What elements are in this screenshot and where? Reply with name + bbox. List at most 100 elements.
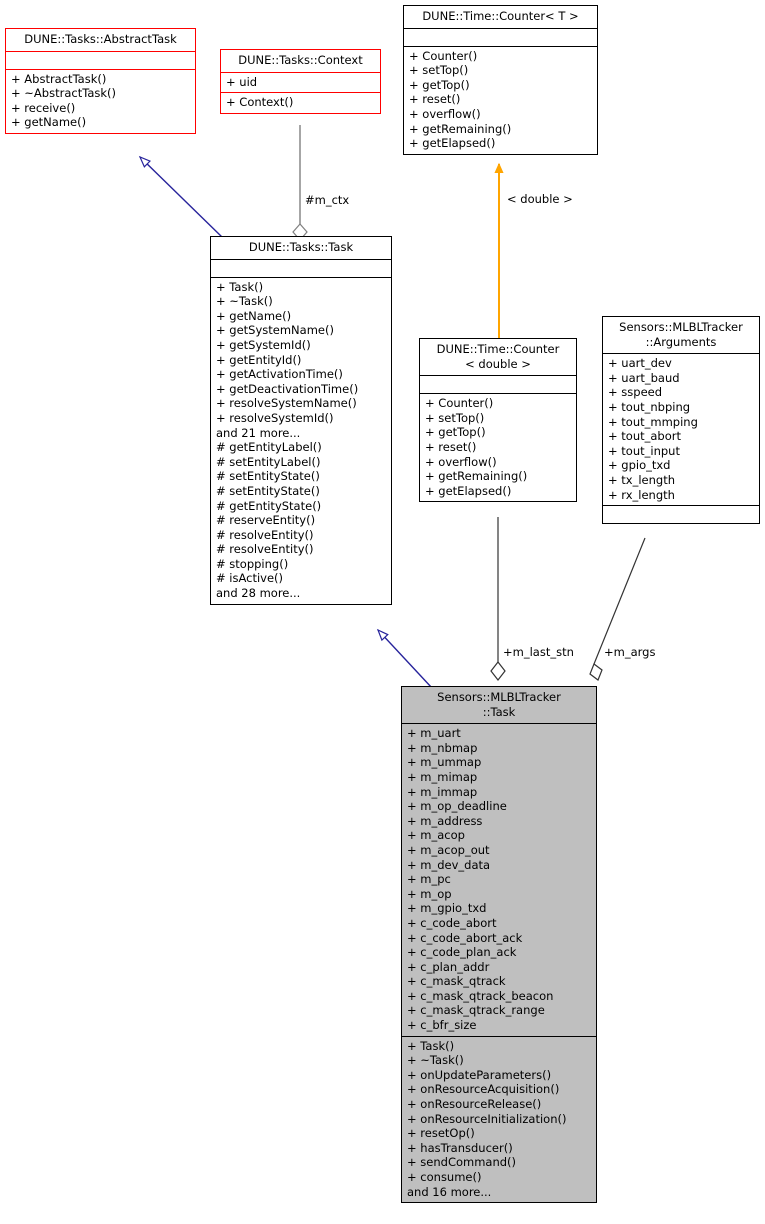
class-box-abstract-task[interactable]: DUNE::Tasks::AbstractTask + AbstractTask… (5, 28, 196, 134)
member-item: # setEntityLabel() (216, 454, 321, 469)
member-item: + tout_abort (608, 429, 682, 444)
member-item: + c_mask_qtrack_range (407, 1003, 545, 1018)
member-item: + Task() (216, 279, 264, 294)
class-title-context: DUNE::Tasks::Context (238, 53, 363, 67)
class-methods-abstract-task: + AbstractTask() + ~AbstractTask() + rec… (6, 68, 195, 133)
member-item: + c_plan_addr (407, 959, 490, 974)
member-item: + getSystemId() (216, 337, 311, 352)
member-item: + onResourceInitialization() (407, 1111, 567, 1126)
member-item: + hasTransducer() (407, 1140, 513, 1155)
member-item: + c_code_plan_ack (407, 945, 517, 960)
class-box-counter-double[interactable]: DUNE::Time::Counter < double > + Counter… (419, 338, 577, 503)
member-item: and 16 more... (407, 1184, 492, 1199)
member-item: + onResourceAcquisition() (407, 1082, 560, 1097)
member-item: + getElapsed() (425, 483, 512, 498)
member-item: + c_bfr_size (407, 1018, 477, 1033)
edge-label-m-last-stn: +m_last_stn (503, 645, 574, 659)
member-item: + ~AbstractTask() (11, 86, 116, 101)
class-title-tasks-task: DUNE::Tasks::Task (248, 240, 354, 254)
member-item: # getEntityState() (216, 498, 322, 513)
member-item: + getElapsed() (409, 136, 496, 151)
member-item: + Counter() (425, 396, 494, 411)
member-item: + c_mask_qtrack (407, 974, 506, 989)
member-item: # getEntityLabel() (216, 440, 322, 455)
class-title-line-2: ::Task (482, 704, 516, 719)
member-item: + reset() (425, 439, 477, 454)
edge-label-m-ctx: #m_ctx (305, 193, 350, 207)
member-item: + getSystemName() (216, 323, 334, 338)
member-item: + m_mimap (407, 769, 478, 784)
class-attributes-tasks-task (211, 258, 391, 277)
member-item: + overflow() (425, 454, 497, 469)
class-methods-counter-double: + Counter() + setTop() + getTop() + rese… (420, 393, 576, 501)
member-item: + c_mask_qtrack_beacon (407, 988, 554, 1003)
member-item: + m_op (407, 886, 452, 901)
class-title-counter-t: DUNE::Time::Counter< T > (422, 9, 579, 23)
member-item: + m_address (407, 813, 483, 828)
edge-aggregation-m-ctx (292, 125, 308, 241)
member-item: + m_acop_out (407, 842, 490, 857)
edge-inheritance-task-abstracttask (138, 155, 224, 239)
member-item: + Counter() (409, 48, 478, 63)
class-methods-counter-t: + Counter() + setTop() + getTop() + rese… (404, 45, 597, 154)
member-item: + m_op_deadline (407, 799, 507, 814)
edge-inheritance-mlbltask-task (376, 628, 433, 689)
class-attributes-mlbl-arguments: + uart_dev + uart_baud + sspeed + tout_n… (603, 353, 759, 505)
class-box-mlbl-task[interactable]: Sensors::MLBLTracker ::Task + m_uart + m… (401, 686, 597, 1204)
class-title-mlbl-task: Sensors::MLBLTracker ::Task (402, 687, 596, 723)
member-item: + tx_length (608, 472, 676, 487)
member-item: + Context() (226, 95, 294, 110)
member-item: and 28 more... (216, 586, 301, 601)
member-item: + getTop() (409, 77, 470, 92)
member-item: + receive() (11, 100, 76, 115)
member-item: + getRemaining() (409, 121, 512, 136)
class-attributes-abstract-task (6, 50, 195, 69)
member-item: + resolveSystemId() (216, 410, 334, 425)
class-methods-context: + Context() (221, 92, 380, 113)
class-attributes-counter-t (404, 27, 597, 46)
member-item: + getName() (216, 308, 292, 323)
member-item: + getEntityId() (216, 352, 302, 367)
class-box-counter-t[interactable]: DUNE::Time::Counter< T > + Counter() + s… (403, 5, 598, 155)
member-item: + ~Task() (407, 1053, 464, 1068)
member-item: + m_gpio_txd (407, 901, 487, 916)
member-item: + m_pc (407, 872, 451, 887)
member-item: + getTop() (425, 425, 486, 440)
class-attributes-mlbl-task: + m_uart + m_nbmap + m_ummap + m_mimap +… (402, 723, 596, 1035)
member-item: + setTop() (425, 410, 485, 425)
member-item: + getActivationTime() (216, 367, 343, 382)
class-attributes-counter-double (420, 375, 576, 393)
member-item: + consume() (407, 1170, 482, 1184)
member-item: + getName() (11, 115, 87, 130)
member-item: + sendCommand() (407, 1155, 517, 1170)
member-item: and 21 more... (216, 425, 301, 440)
class-methods-mlbl-arguments (603, 505, 759, 523)
member-item: + uid (226, 74, 258, 89)
class-title-line-1: Sensors::MLBLTracker (437, 690, 561, 704)
class-title-line-2: < double > (465, 356, 531, 371)
member-item: # setEntityState() (216, 469, 320, 484)
member-item: + m_immap (407, 784, 478, 799)
class-title-counter-double: DUNE::Time::Counter < double > (420, 339, 576, 375)
member-item: # reserveEntity() (216, 513, 316, 528)
member-item: + c_code_abort (407, 915, 497, 930)
class-box-mlbl-arguments[interactable]: Sensors::MLBLTracker ::Arguments + uart_… (602, 316, 760, 525)
member-item: + uart_dev (608, 356, 672, 371)
member-item: + AbstractTask() (11, 71, 107, 86)
class-box-tasks-task[interactable]: DUNE::Tasks::Task + Task() + ~Task() + g… (210, 236, 392, 605)
member-item: + rx_length (608, 487, 675, 502)
member-item: + m_uart (407, 726, 461, 741)
member-item: + setTop() (409, 63, 469, 78)
edge-label-m-args: +m_args (604, 645, 656, 659)
member-item: + Task() (407, 1038, 455, 1053)
class-box-context[interactable]: DUNE::Tasks::Context + uid + Context() (220, 49, 381, 114)
member-item: + ~Task() (216, 294, 273, 309)
member-item: + sspeed (608, 385, 663, 400)
member-item: + getRemaining() (425, 469, 528, 484)
member-item: + resolveSystemName() (216, 396, 357, 411)
member-item: # setEntityState() (216, 483, 320, 498)
member-item: + gpio_txd (608, 458, 671, 473)
class-title-abstract-task: DUNE::Tasks::AbstractTask (24, 32, 177, 46)
member-item: + m_dev_data (407, 857, 491, 872)
